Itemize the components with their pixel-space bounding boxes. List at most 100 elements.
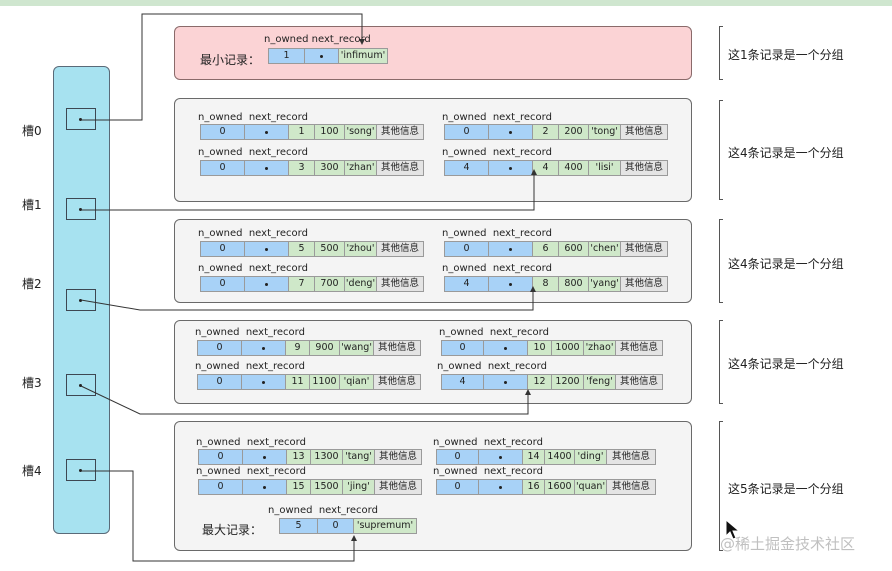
- record-next-cell: 7: [289, 277, 315, 291]
- n-owned-cell: 0: [198, 375, 242, 389]
- record-next-cell: 1: [289, 125, 315, 139]
- n-owned-cell: 5: [280, 519, 318, 533]
- n-owned-cell: 0: [201, 125, 245, 139]
- record-header: n_owned next_record: [442, 147, 552, 158]
- record-lisi: 4 4 400 'lisi' 其他信息: [444, 160, 668, 176]
- n-owned-cell: 0: [442, 341, 484, 355]
- other-info-cell: 其他信息: [377, 277, 423, 291]
- watermark: @稀土掘金技术社区: [720, 535, 856, 553]
- group-label: 这1条记录是一个分组: [728, 48, 844, 62]
- n-owned-cell: 0: [201, 277, 245, 291]
- top-border-strip: [0, 0, 892, 6]
- record-name-cell: 'yang': [589, 277, 621, 291]
- group-bracket: [719, 219, 724, 303]
- supremum-label: 最大记录：: [202, 523, 263, 537]
- record-next-cell: 15: [287, 480, 311, 494]
- record-zhou: 0 5 500 'zhou' 其他信息: [200, 241, 424, 257]
- slot-4-label: 槽4: [22, 464, 42, 478]
- record-header: n_owned next_record: [442, 228, 552, 239]
- record-song: 0 1 100 'song' 其他信息: [200, 124, 424, 140]
- record-name-cell: 'lisi': [589, 161, 621, 175]
- group-label: 这5条记录是一个分组: [728, 482, 844, 496]
- record-header: n_owned next_record: [442, 263, 552, 274]
- record-header: n_owned next_record: [196, 466, 306, 477]
- group-label: 这4条记录是一个分组: [728, 146, 844, 160]
- group-bracket: [719, 421, 724, 551]
- record-yang: 4 8 800 'yang' 其他信息: [444, 276, 668, 292]
- record-chen: 0 6 600 'chen' 其他信息: [444, 241, 668, 257]
- record-header: n_owned next_record: [433, 437, 543, 448]
- other-info-cell: 其他信息: [607, 450, 655, 464]
- record-key-cell: 200: [559, 125, 589, 139]
- next-record-pointer: [242, 341, 286, 355]
- record-key-cell: 1300: [311, 450, 343, 464]
- record-header: n_owned next_record: [195, 361, 305, 372]
- record-key-cell: 1200: [552, 375, 584, 389]
- record-name-cell: 'zhan': [345, 161, 377, 175]
- record-name-cell: 'zhou': [345, 242, 377, 256]
- record-header: n_owned next_record: [198, 263, 308, 274]
- record-next-cell: 11: [286, 375, 310, 389]
- record-deng: 0 7 700 'deng' 其他信息: [200, 276, 424, 292]
- record-key-cell: 1600: [545, 480, 575, 494]
- record-zhao: 0 10 1000 'zhao' 其他信息: [441, 340, 663, 356]
- record-next-cell: 4: [533, 161, 559, 175]
- slot-3-box: [66, 374, 96, 396]
- record-header: n_owned next_record: [433, 466, 543, 477]
- slot-4-box: [66, 459, 96, 481]
- slot-0-pointer: [81, 13, 365, 121]
- record-tong: 0 2 200 'tong' 其他信息: [444, 124, 668, 140]
- slot-2-label: 槽2: [22, 277, 42, 291]
- record-header: n_owned next_record: [442, 112, 552, 123]
- record-next-cell: 5: [289, 242, 315, 256]
- record-key-cell: 400: [559, 161, 589, 175]
- record-key-cell: 1500: [311, 480, 343, 494]
- record-key-cell: 700: [315, 277, 345, 291]
- n-owned-cell: 0: [437, 450, 479, 464]
- next-record-pointer: [305, 49, 339, 63]
- n-owned-cell: 0: [201, 242, 245, 256]
- record-next-cell: 8: [533, 277, 559, 291]
- record-name-cell: 'jing': [343, 480, 375, 494]
- record-group-1: [174, 98, 692, 202]
- next-record-pointer: [245, 125, 289, 139]
- next-record-pointer: [489, 161, 533, 175]
- other-info-cell: 其他信息: [374, 341, 420, 355]
- n-owned-cell: 0: [437, 480, 479, 494]
- record-name-cell: 'zhao': [584, 341, 616, 355]
- group-bracket: [719, 320, 724, 404]
- record-next-cell: 3: [289, 161, 315, 175]
- record-next-cell: 2: [533, 125, 559, 139]
- record-key-cell: 1000: [552, 341, 584, 355]
- record-key-cell: 300: [315, 161, 345, 175]
- record-key-cell: 500: [315, 242, 345, 256]
- record-name-cell: 'feng': [584, 375, 616, 389]
- slot-1-label: 槽1: [22, 198, 42, 212]
- record-qian: 0 11 1100 'qian' 其他信息: [197, 374, 421, 390]
- next-record-pointer: [243, 450, 287, 464]
- record-name-cell: 'ding': [575, 450, 607, 464]
- other-info-cell: 其他信息: [374, 375, 420, 389]
- mouse-cursor-icon: [725, 519, 741, 540]
- record-header: n_owned next_record: [439, 327, 549, 338]
- record-name-cell: 'song': [345, 125, 377, 139]
- record-header: n_owned next_record: [437, 361, 547, 372]
- record-key-cell: 800: [559, 277, 589, 291]
- slot-4-pointer: [81, 470, 357, 562]
- other-info-cell: 其他信息: [616, 341, 662, 355]
- other-info-cell: 其他信息: [607, 480, 655, 494]
- supremum-record: 5 0 'supremum': [279, 518, 417, 534]
- slot-1-pointer: [81, 169, 537, 211]
- infimum-record: 1 'infimum': [268, 48, 388, 64]
- other-info-cell: 其他信息: [621, 125, 667, 139]
- record-next-cell: 12: [528, 375, 552, 389]
- next-record-pointer: [245, 161, 289, 175]
- supremum-header: n_owned next_record: [268, 505, 378, 516]
- record-name-cell: 'supremum': [354, 519, 416, 533]
- record-name-cell: 'tong': [589, 125, 621, 139]
- n-owned-cell: 4: [445, 161, 489, 175]
- record-next-cell: 16: [523, 480, 545, 494]
- record-key-cell: 900: [310, 341, 340, 355]
- record-name-cell: 'tang': [343, 450, 375, 464]
